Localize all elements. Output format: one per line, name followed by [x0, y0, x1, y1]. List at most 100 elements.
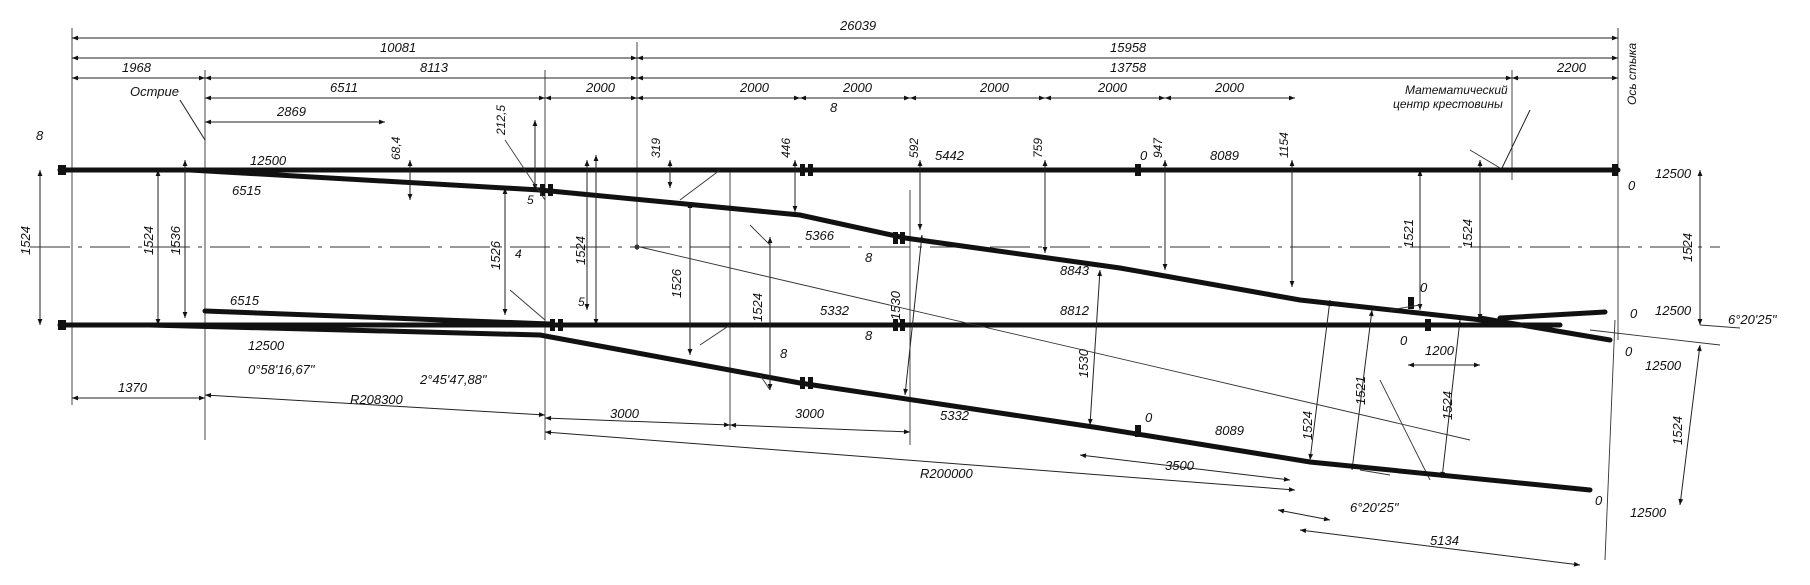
dim-0-5: 0	[1400, 333, 1408, 348]
angle-1: 0°58'16,67"	[248, 362, 316, 377]
dim-5-1: 5	[527, 193, 534, 207]
svg-text:1154: 1154	[1277, 132, 1291, 158]
dim-5442: 5442	[935, 148, 965, 163]
dim-5332-low: 5332	[940, 408, 970, 423]
svg-text:1530: 1530	[1076, 348, 1091, 378]
dim-8089-top: 8089	[1210, 148, 1239, 163]
dim-5366: 5366	[805, 228, 835, 243]
rail-frog-nose	[1477, 315, 1613, 343]
dim-0-6: 0	[1625, 344, 1633, 359]
dim-15958: 15958	[1110, 40, 1147, 55]
label-math-center-2: центр крестовины	[1393, 97, 1503, 111]
svg-text:319: 319	[649, 138, 663, 158]
dimension-texts: 12500 6515 6515 12500 5442 8089 5366 884…	[118, 148, 1778, 548]
rotated-texts: 1524 1524 1536 1526 1524 1526 1524 1530 …	[18, 105, 1695, 445]
dim-2000-4: 2000	[979, 80, 1010, 95]
label-ostrie: Острие	[130, 84, 179, 99]
dim-3000-2: 3000	[795, 406, 825, 421]
rail-diverging-upper	[187, 167, 1503, 325]
svg-text:1524: 1524	[18, 226, 33, 255]
dim-2000-5: 2000	[1097, 80, 1128, 95]
dim-1968: 1968	[122, 60, 152, 75]
rail-frog-wing	[1497, 309, 1608, 321]
dim-8113: 8113	[420, 60, 449, 75]
dim-6511: 6511	[330, 80, 358, 95]
dim-2000-6: 2000	[1214, 80, 1245, 95]
svg-text:1524: 1524	[141, 226, 156, 255]
svg-text:446: 446	[779, 138, 793, 158]
dim-2000-3: 2000	[842, 80, 873, 95]
dim-2869: 2869	[276, 104, 306, 119]
rail-diverging-lower	[147, 322, 1593, 493]
extension-lines	[71, 28, 1619, 561]
svg-text:759: 759	[1031, 138, 1045, 158]
center-point	[634, 244, 640, 250]
rail-joints	[58, 164, 1618, 437]
dim-3000-1: 3000	[610, 406, 640, 421]
dim-0-2: 0	[1628, 178, 1636, 193]
dim-8-low: 8	[780, 346, 788, 361]
radius-208300: R208300	[350, 392, 404, 407]
dim-0-3: 0	[1420, 280, 1428, 295]
rail-blade-lower	[202, 308, 553, 327]
vertical-dimensions	[37, 120, 1703, 506]
dim-8-mid2: 8	[865, 328, 873, 343]
svg-text:1521: 1521	[1353, 376, 1368, 405]
dim-3500: 3500	[1165, 458, 1195, 473]
svg-text:1526: 1526	[669, 268, 684, 298]
dim-2000-2: 2000	[739, 80, 770, 95]
svg-text:1524: 1524	[1300, 411, 1315, 440]
svg-text:1524: 1524	[1680, 233, 1695, 262]
dim-2000-1: 2000	[585, 80, 616, 95]
dim-10081: 10081	[380, 40, 416, 55]
dim-1200: 1200	[1425, 343, 1455, 358]
svg-text:1526: 1526	[488, 240, 503, 270]
radius-200000: R200000	[920, 466, 974, 481]
angle-2: 2°45'47,88"	[419, 372, 488, 387]
dim-5134: 5134	[1430, 533, 1459, 548]
dim-1370: 1370	[118, 380, 148, 395]
svg-text:1524: 1524	[573, 236, 588, 265]
dim-8-top: 8	[830, 100, 838, 115]
dim-12500-right-2: 12500	[1630, 505, 1667, 520]
svg-text:592: 592	[907, 138, 921, 158]
rails	[57, 167, 1621, 493]
svg-text:1524: 1524	[1460, 219, 1475, 248]
dim-8843: 8843	[1060, 263, 1090, 278]
dim-0-4: 0	[1630, 306, 1638, 321]
dim-8-mid1: 8	[865, 250, 873, 265]
dim-4: 4	[515, 247, 522, 261]
dim-13758: 13758	[1110, 60, 1147, 75]
dim-6515-2: 6515	[230, 293, 260, 308]
svg-text:1521: 1521	[1401, 219, 1416, 248]
dim-5-2: 5	[578, 295, 585, 309]
label-joint-axis: Ось стыка	[1625, 43, 1639, 105]
label-math-center-1: Математический	[1405, 83, 1508, 97]
dim-6515-1: 6515	[232, 183, 262, 198]
svg-text:1524: 1524	[1440, 391, 1455, 420]
dim-12500-mid-left: 12500	[248, 338, 285, 353]
svg-text:212,5: 212,5	[494, 105, 508, 136]
dim-0-7: 0	[1145, 410, 1153, 425]
angle-4: 6°20'25"	[1350, 500, 1400, 515]
top-dimensions	[72, 35, 1618, 125]
svg-text:1530: 1530	[888, 290, 903, 320]
dim-12500-top-right: 12500	[1655, 166, 1692, 181]
svg-text:68,4: 68,4	[389, 136, 403, 160]
dim-12500-mid-right: 12500	[1655, 303, 1692, 318]
dim-26039: 26039	[839, 18, 876, 33]
angle-3: 6°20'25"	[1728, 312, 1778, 327]
dim-12500-right-1: 12500	[1645, 358, 1682, 373]
svg-text:1536: 1536	[168, 225, 183, 255]
dim-5332-mid: 5332	[820, 303, 850, 318]
bottom-dimensions	[72, 362, 1581, 567]
svg-text:1524: 1524	[750, 293, 765, 322]
dim-12500-top-left: 12500	[250, 153, 287, 168]
leader-lines	[504, 139, 1741, 476]
dim-0-8: 0	[1595, 493, 1603, 508]
dim-8812: 8812	[1060, 303, 1090, 318]
dim-8089-bot: 8089	[1215, 423, 1244, 438]
dim-8-left: 8	[36, 128, 44, 143]
svg-text:1524: 1524	[1670, 416, 1685, 445]
